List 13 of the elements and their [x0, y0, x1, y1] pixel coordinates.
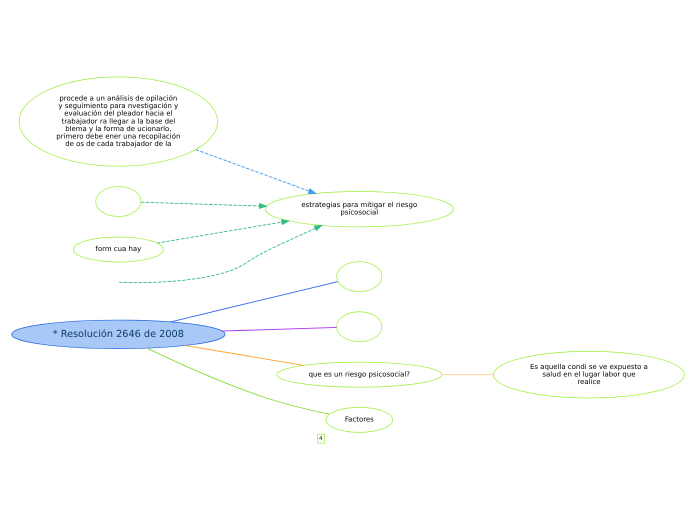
connector: [184, 344, 304, 366]
arrow: [195, 148, 318, 194]
arrow: [156, 218, 290, 244]
arrow: [118, 224, 323, 283]
node-cloud: [336, 310, 382, 342]
connector: [170, 280, 338, 322]
arrow: [140, 201, 268, 209]
connector: [442, 374, 494, 375]
node-cloud: [336, 260, 382, 292]
node-cloud: [95, 186, 142, 216]
node-ellipse: * Resolución 2646 de 2008: [11, 319, 226, 348]
connector: [222, 326, 338, 331]
connector: [146, 347, 330, 414]
